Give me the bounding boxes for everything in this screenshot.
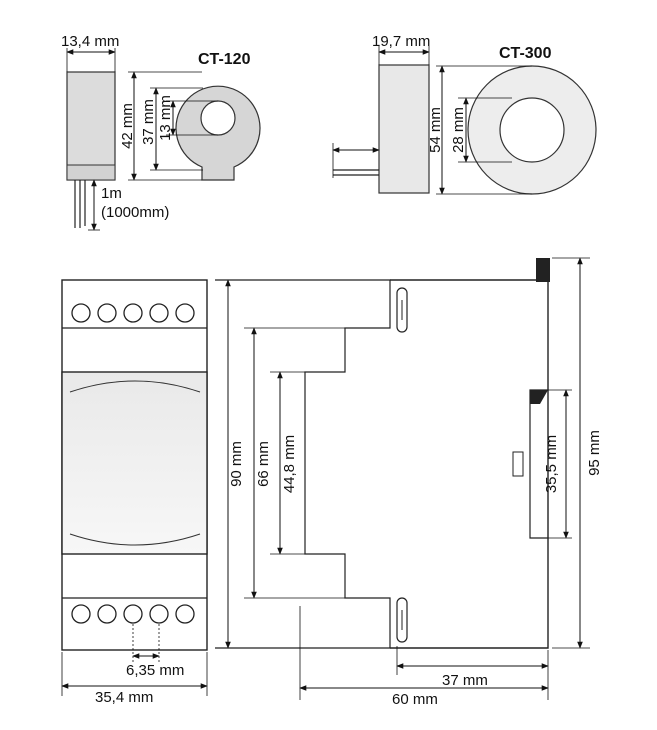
side-top-tab: [536, 258, 550, 282]
din-rail-latch: [512, 451, 524, 477]
ct-120-width-label: 13,4 mm: [61, 33, 119, 50]
side-view: 90 mm 66 mm 44,8 mm 95 mm 35,5 mm 37 mm …: [215, 257, 603, 708]
ct-300-wires: [333, 169, 379, 176]
ct-300-title: CT-300: [499, 45, 552, 62]
ct-120-wires: [74, 180, 86, 228]
front-view: 6,35 mm 35,4 mm: [61, 279, 208, 706]
ct-300-hole: [499, 97, 565, 163]
ct-120-cable-label: 1m: [101, 185, 122, 202]
height-66-label: 66 mm: [255, 441, 272, 487]
height-44-label: 44,8 mm: [281, 435, 298, 493]
ct-120-title: CT-120: [198, 51, 251, 68]
top-terminals: [71, 303, 195, 323]
ct-120-side-base: [66, 164, 116, 181]
ct-300-hole-label: 28 mm: [450, 107, 467, 153]
pitch-label: 6,35 mm: [126, 662, 184, 679]
ct-120-outer-label: 42 mm: [119, 103, 136, 149]
height-90-label: 90 mm: [228, 441, 245, 487]
ct-300-outer-label: 54 mm: [427, 107, 444, 153]
ct-120-side-body: [66, 71, 116, 181]
ct-300-width-label: 19,7 mm: [372, 33, 430, 50]
ct-120-hole: [200, 100, 236, 136]
ct-120-ring-label: 37 mm: [140, 99, 157, 145]
depth-37-label: 37 mm: [442, 672, 488, 689]
ct-120-hole-label: 13 mm: [157, 95, 174, 141]
ct-120-cable-label-mm: (1000mm): [101, 204, 169, 221]
side-step-lines: [215, 279, 391, 649]
ct-120-drawing: CT-120 13,4 mm 1m (1000mm) 42 mm 37 mm 1…: [61, 33, 261, 231]
rail-label: 35,5 mm: [543, 435, 560, 493]
height-95-label: 95 mm: [586, 430, 603, 476]
depth-60-label: 60 mm: [392, 691, 438, 708]
ct-300-drawing: CT-300 19,7 mm 54 mm 28 mm: [332, 33, 597, 195]
front-panel: [61, 371, 208, 555]
bottom-terminals: [71, 604, 195, 624]
front-width-label: 35,4 mm: [95, 689, 153, 706]
side-body-outline: [390, 279, 549, 649]
ct-300-side-body: [378, 64, 430, 194]
